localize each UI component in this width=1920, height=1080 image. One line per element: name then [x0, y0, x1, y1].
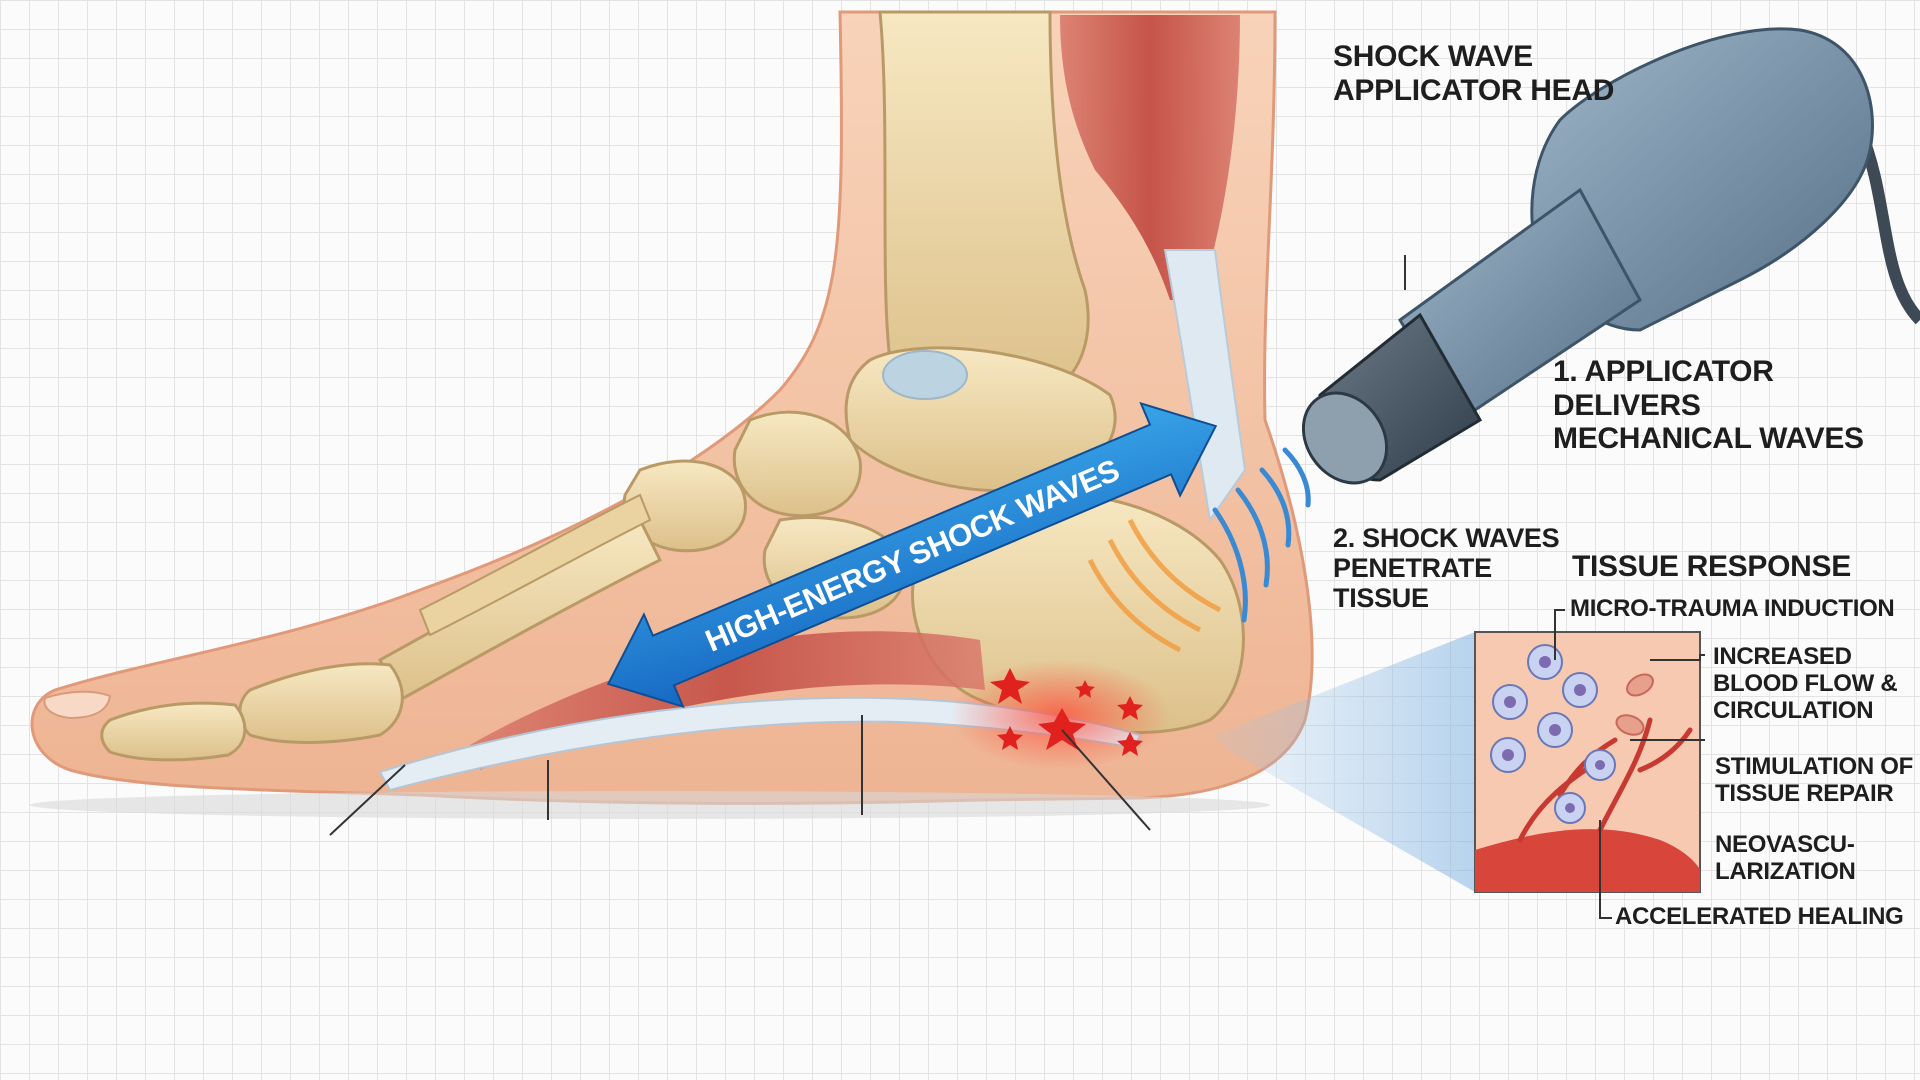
- metatarsal-2: [418, 493, 652, 637]
- magnification-beam: [1215, 632, 1475, 892]
- fibroblasts: [1615, 673, 1654, 736]
- cartilage: [882, 350, 968, 400]
- navicular-bone: [732, 410, 862, 518]
- cell-inset: [1474, 631, 1701, 893]
- blood-flow-label: INCREASED BLOOD FLOW & CIRCULATION: [1713, 643, 1898, 724]
- step1-label: 1. APPLICATOR DELIVERS MECHANICAL WAVES: [1553, 355, 1864, 456]
- blood-vessel: [1475, 829, 1700, 892]
- step2-label: 2. SHOCK WAVES PENETRATE TISSUE: [1333, 523, 1560, 614]
- cell-nuclei: [1502, 656, 1605, 813]
- applicator-device: [1301, 27, 1920, 485]
- distal-phalanx: [100, 701, 247, 762]
- stimulation-label: STIMULATION OF TISSUE REPAIR: [1715, 753, 1913, 807]
- applicator-head-label: SHOCK WAVE APPLICATOR HEAD: [1333, 40, 1615, 107]
- micro-trauma-label: MICRO-TRAUMA INDUCTION: [1570, 595, 1895, 622]
- applicator-tip: [1301, 391, 1389, 485]
- tissue-response-label: TISSUE RESPONSE: [1572, 550, 1851, 583]
- neovascularization-label: NEOVASCU- LARIZATION: [1715, 831, 1856, 885]
- achilles-tendon: [1163, 249, 1247, 523]
- leader-lines: [329, 255, 1705, 919]
- calf-muscle: [1060, 15, 1240, 300]
- ground-shadow: [30, 791, 1270, 819]
- plantar-muscle: [470, 631, 985, 770]
- toenail: [43, 690, 112, 720]
- internal-wave-arcs: [1087, 518, 1222, 653]
- proximal-phalanx: [238, 662, 404, 744]
- accelerated-healing-label: ACCELERATED HEALING: [1615, 903, 1904, 930]
- inflammation-stars: [990, 668, 1143, 756]
- shock-wave-arcs: [1212, 447, 1311, 623]
